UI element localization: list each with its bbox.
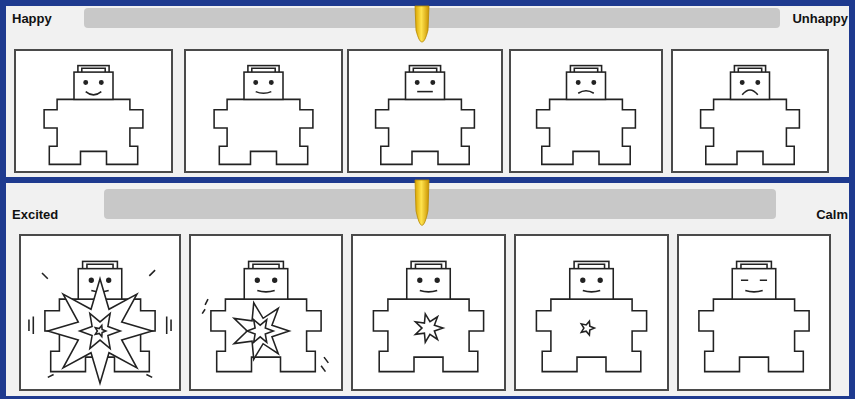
manikin-eye bbox=[416, 81, 419, 84]
manikin-head bbox=[570, 269, 614, 299]
manikin-cap-line bbox=[741, 264, 767, 268]
slider-pointer bbox=[415, 6, 429, 42]
manikin-cap-line bbox=[738, 68, 761, 72]
manikin-body bbox=[376, 99, 475, 164]
manikin-mouth bbox=[256, 92, 272, 94]
manikin-eye bbox=[592, 81, 595, 84]
manikin-figure bbox=[44, 66, 143, 165]
manikin-figure bbox=[376, 66, 475, 165]
manikin-body bbox=[214, 99, 313, 164]
manikin-figure bbox=[29, 261, 171, 383]
arousal-burst bbox=[415, 314, 443, 342]
arousal-burst bbox=[234, 303, 289, 360]
slider-bar bbox=[84, 8, 780, 28]
motion-lines bbox=[29, 270, 171, 377]
manikin-cap-line bbox=[253, 264, 279, 268]
arousal-burst bbox=[247, 320, 273, 343]
manikin-mouth bbox=[742, 90, 758, 95]
manikin-body bbox=[211, 299, 321, 372]
manikin-mouth bbox=[578, 91, 594, 93]
manikin-body bbox=[536, 299, 646, 372]
manikin-mouth bbox=[583, 290, 600, 291]
scale-anchor-label: Calm bbox=[816, 207, 848, 223]
manikin-figure bbox=[373, 261, 483, 371]
manikin-figure bbox=[202, 261, 328, 371]
picture-frame bbox=[15, 50, 172, 172]
slider-pointer bbox=[415, 180, 429, 225]
manikin-mouth bbox=[257, 290, 274, 291]
manikin-head bbox=[567, 72, 606, 99]
manikin-cap-line bbox=[413, 68, 436, 72]
closed-eyes bbox=[741, 279, 767, 281]
manikin-eye bbox=[89, 278, 93, 282]
manikin-eye bbox=[84, 81, 87, 84]
manikin-body bbox=[44, 99, 143, 164]
manikin-head bbox=[244, 72, 283, 99]
manikin-figure bbox=[537, 66, 636, 165]
manikin-eye bbox=[255, 278, 259, 282]
manikin-head bbox=[244, 269, 288, 299]
manikin-head bbox=[407, 269, 451, 299]
manikin-eye bbox=[431, 81, 434, 84]
manikin-eye bbox=[435, 278, 439, 282]
manikin-figure bbox=[699, 261, 809, 371]
picture-frame bbox=[348, 50, 502, 172]
manikin-head bbox=[731, 72, 770, 99]
manikin-eye bbox=[107, 278, 111, 282]
manikin-body bbox=[699, 299, 809, 372]
scale-panel bbox=[6, 183, 849, 396]
manikin-mouth bbox=[86, 92, 102, 95]
manikin-mouth bbox=[745, 290, 762, 291]
picture-frame bbox=[678, 235, 830, 390]
picture-frame bbox=[515, 235, 668, 390]
slider-bar bbox=[104, 189, 776, 219]
arousal-burst bbox=[80, 313, 121, 348]
scale-anchor-label: Unhappy bbox=[792, 11, 848, 27]
arousal-burst bbox=[95, 325, 105, 336]
manikin-eye bbox=[270, 81, 273, 84]
manikin-cap-line bbox=[574, 68, 597, 72]
manikin-cap-line bbox=[82, 68, 105, 72]
picture-frame bbox=[185, 50, 342, 172]
manikin-eye bbox=[741, 81, 744, 84]
scale-anchor-label: Excited bbox=[12, 207, 58, 223]
manikin-body bbox=[537, 99, 636, 164]
manikin-body bbox=[373, 299, 483, 372]
picture-frame bbox=[510, 50, 662, 172]
picture-frame bbox=[190, 235, 342, 390]
manikin-cap-line bbox=[415, 264, 441, 268]
manikin-eye bbox=[756, 81, 759, 84]
manikin-figure bbox=[536, 261, 646, 371]
manikin-figure bbox=[214, 66, 313, 165]
manikin-eye bbox=[254, 81, 257, 84]
manikin-figure bbox=[701, 66, 800, 165]
arousal-burst bbox=[48, 279, 152, 383]
scale-anchor-label: Happy bbox=[12, 11, 52, 27]
manikin-eye bbox=[598, 278, 602, 282]
manikin-cap-line bbox=[578, 264, 604, 268]
manikin-mouth bbox=[417, 91, 433, 93]
manikin-eye bbox=[577, 81, 580, 84]
manikin-body bbox=[701, 99, 800, 164]
manikin-cap-line bbox=[87, 264, 113, 268]
manikin-cap-line bbox=[252, 68, 275, 72]
manikin-eye bbox=[581, 278, 585, 282]
picture-frame bbox=[20, 235, 180, 390]
picture-frame bbox=[672, 50, 828, 172]
manikin-head bbox=[74, 72, 113, 99]
motion-lines bbox=[202, 299, 328, 372]
arousal-burst bbox=[581, 321, 594, 335]
manikin-head bbox=[732, 269, 776, 299]
picture-frame bbox=[352, 235, 505, 390]
manikin-mouth bbox=[420, 290, 437, 291]
manikin-eye bbox=[418, 278, 422, 282]
manikin-head bbox=[406, 72, 445, 99]
scale-panel bbox=[6, 6, 849, 177]
manikin-eye bbox=[273, 278, 277, 282]
manikin-eye bbox=[100, 81, 103, 84]
